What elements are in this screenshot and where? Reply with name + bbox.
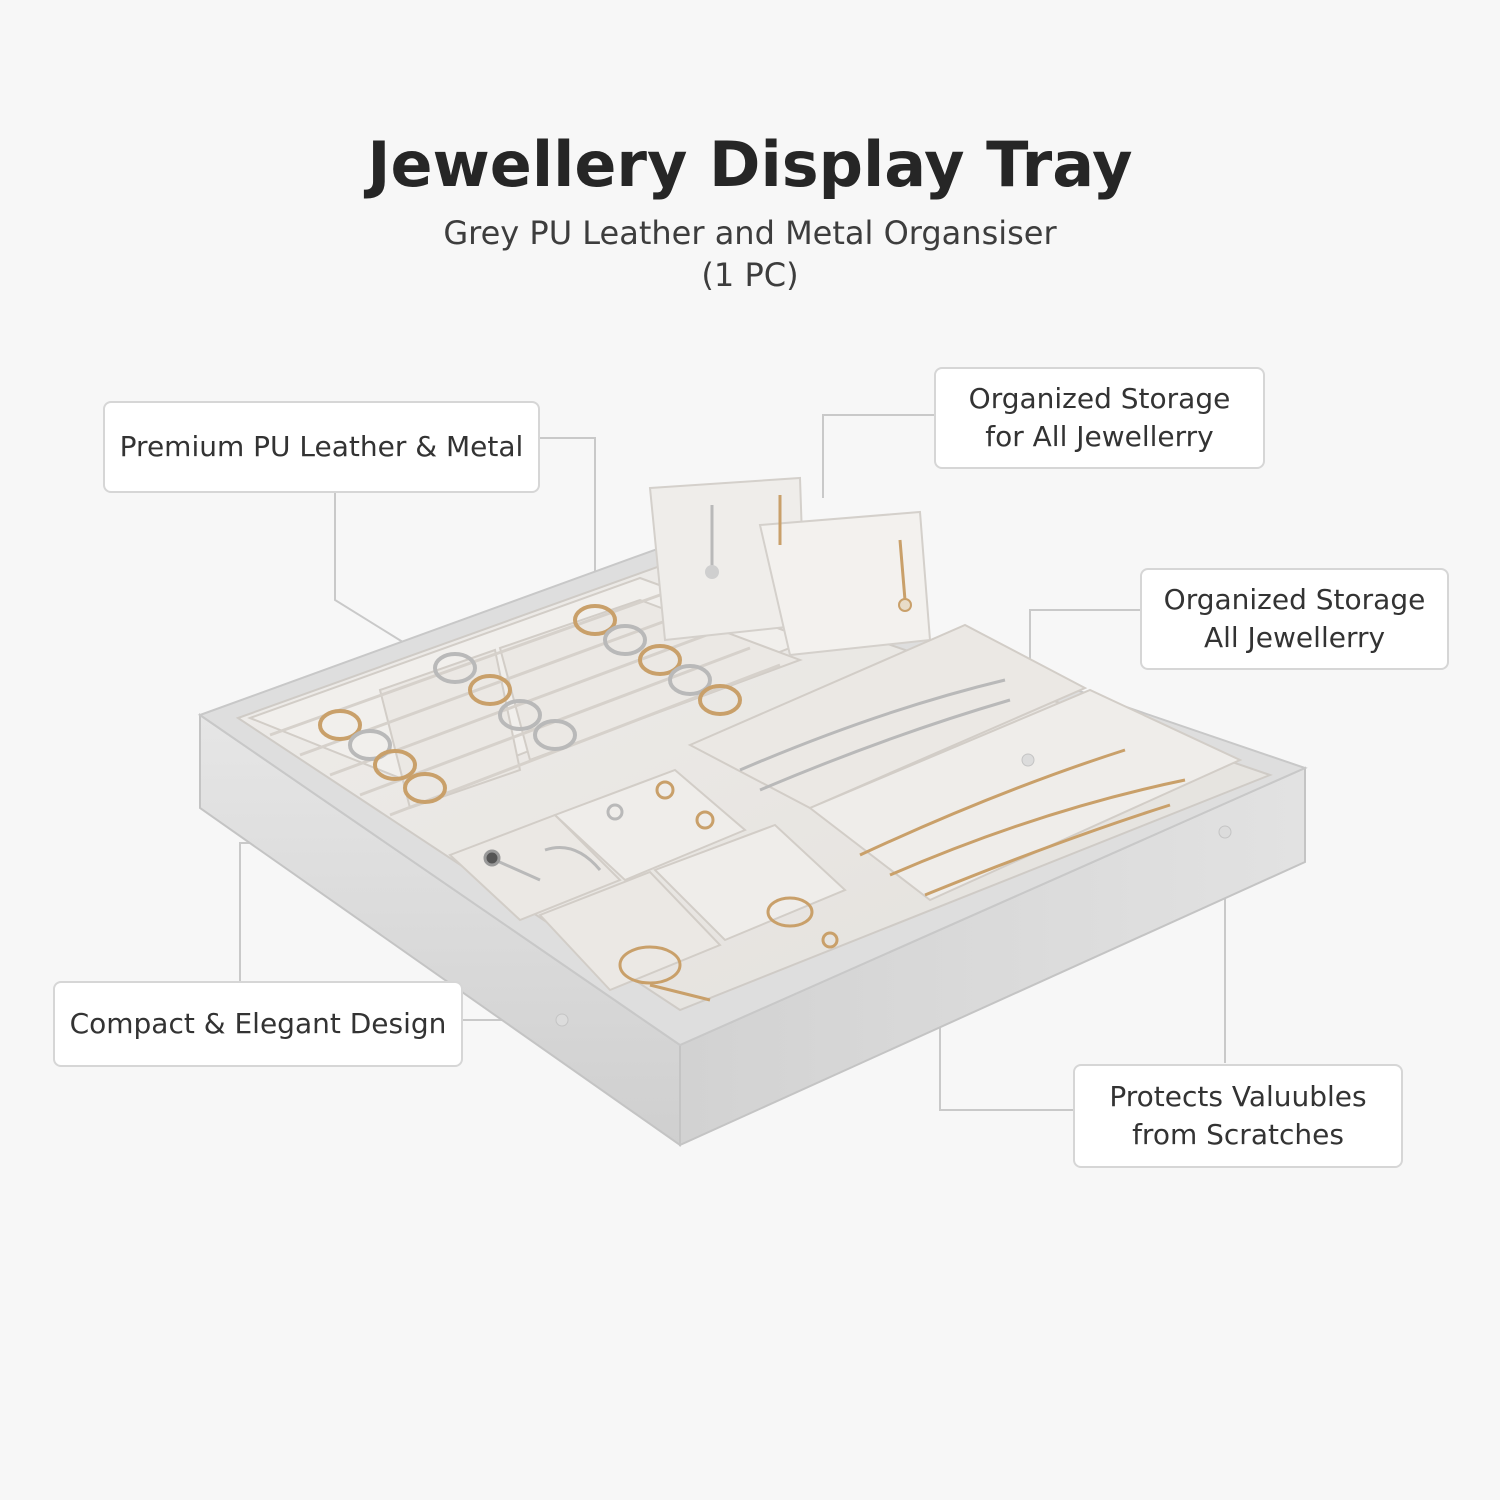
callout-organized-storage-top: Organized Storage for All Jewellerry <box>934 367 1265 469</box>
callout-protects-line-2: from Scratches <box>1132 1118 1344 1151</box>
subtitle-line-1: Grey PU Leather and Metal Organsiser <box>443 214 1057 252</box>
front-compartments <box>448 768 847 992</box>
rings <box>318 604 742 804</box>
subtitle-line-2: (1 PC) <box>701 256 799 294</box>
page-title: Jewellery Display Tray <box>367 128 1133 201</box>
callout-compact-line-1: Compact & Elegant Design <box>69 1007 447 1040</box>
callout-storage-right-line-1: Organized Storage <box>1163 583 1426 616</box>
earring-cards <box>648 476 932 657</box>
callout-storage-right-line-2: All Jewellerry <box>1203 621 1386 654</box>
front-jewellery <box>483 780 839 1002</box>
callout-storage-top-line-2: for All Jewellerry <box>985 420 1214 453</box>
callout-compact-design: Compact & Elegant Design <box>53 981 463 1067</box>
necklaces <box>739 678 1186 897</box>
callout-organized-storage-right: Organized Storage All Jewellerry <box>1140 568 1449 670</box>
callout-storage-top-line-1: Organized Storage <box>968 382 1231 415</box>
callout-protects-line-1: Protects Valuubles <box>1109 1080 1367 1113</box>
callout-premium-line-1: Premium PU Leather & Metal <box>119 430 524 463</box>
page-subtitle: Grey PU Leather and Metal Organsiser (1 … <box>0 212 1500 296</box>
callout-protects-valuables: Protects Valuubles from Scratches <box>1073 1064 1403 1168</box>
leader-dots <box>555 753 1232 1027</box>
callout-premium-material: Premium PU Leather & Metal <box>103 401 540 493</box>
